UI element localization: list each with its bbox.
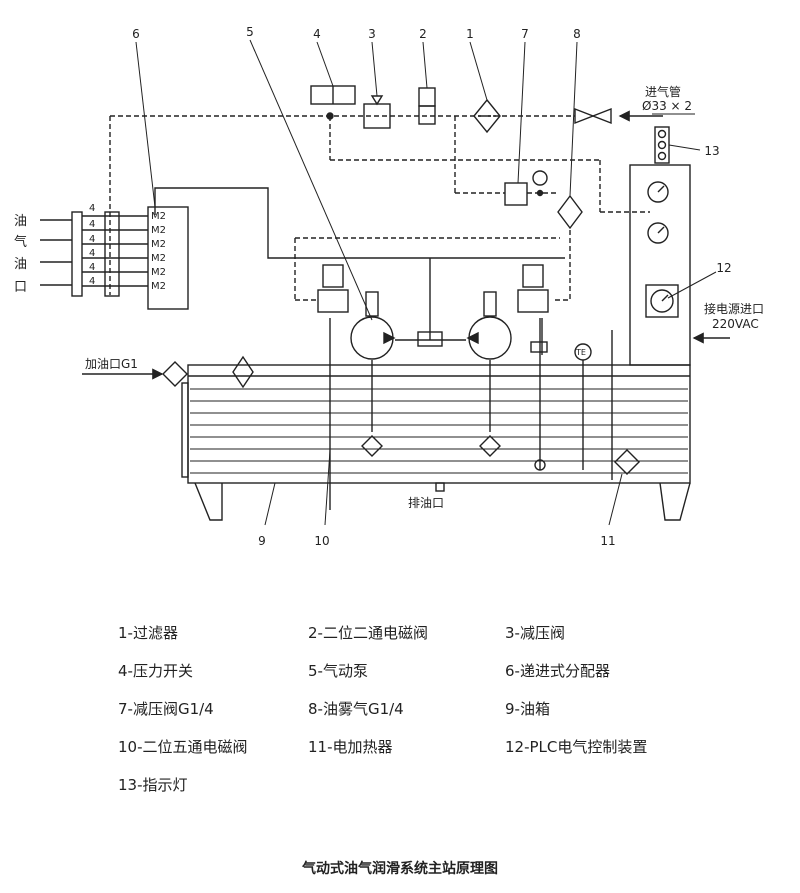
legend-item: 11-电加热器 <box>308 738 393 756</box>
level-indicator <box>232 355 254 389</box>
pressure-reducer-7 <box>504 170 548 206</box>
legend-item: 7-减压阀G1/4 <box>118 700 214 718</box>
pneumatic-pump-left <box>350 291 396 360</box>
suction-filter-right <box>479 435 501 457</box>
power-inlet-label: 接电源进口 <box>704 301 764 316</box>
module-label: M2 <box>151 225 166 236</box>
filter-1 <box>473 98 501 134</box>
callout-11: 11 <box>600 534 615 548</box>
five-way-valve-right <box>517 264 549 313</box>
outlet-count: 4 <box>89 276 95 287</box>
temp-gauge-label: TE <box>575 348 586 357</box>
callout-9: 9 <box>258 534 266 548</box>
callout-8: 8 <box>573 27 581 41</box>
float-sensor <box>534 459 546 471</box>
callout-12: 12 <box>716 261 731 275</box>
callout-13: 13 <box>704 144 719 158</box>
suction-filter-left <box>361 435 383 457</box>
figure-caption: 气动式油气润滑系统主站原理图 <box>302 861 498 877</box>
air-inlet-spec: Ø33 × 2 <box>642 99 692 113</box>
schematic-diagram: M2 M2 M2 M2 M2 M2 4 4 4 4 4 4 TE 油 气 油 口… <box>14 25 764 548</box>
legend-item: 10-二位五通电磁阀 <box>118 738 248 756</box>
outlet-char: 油 <box>14 214 27 229</box>
legend-item: 6-递进式分配器 <box>505 662 610 680</box>
air-line <box>109 115 650 301</box>
oil-tank <box>181 364 691 521</box>
callout-5: 5 <box>246 25 254 39</box>
module-label: M2 <box>151 253 166 264</box>
check-valve <box>417 331 443 347</box>
callout-10: 10 <box>314 534 329 548</box>
fill-port <box>162 361 188 387</box>
callout-7: 7 <box>521 27 529 41</box>
module-label: M2 <box>151 267 166 278</box>
solenoid-valve-2 <box>418 87 436 125</box>
control-cabinet <box>629 126 691 366</box>
air-inlet-label: 进气管 <box>645 84 681 99</box>
callout-3: 3 <box>368 27 376 41</box>
outlet-count: 4 <box>89 262 95 273</box>
power-voltage-label: 220VAC <box>712 317 759 331</box>
leader-lines <box>135 39 717 526</box>
legend-item: 1-过滤器 <box>118 624 178 642</box>
pressure-switch-4 <box>310 85 356 120</box>
oil-mist-8 <box>557 194 583 230</box>
five-way-valve-left <box>317 264 349 313</box>
legend-item: 8-油雾气G1/4 <box>308 700 404 718</box>
outlet-char: 油 <box>14 257 27 272</box>
pneumatic-pump-right <box>466 291 512 360</box>
module-label: M2 <box>151 211 166 222</box>
callout-4: 4 <box>313 27 321 41</box>
temperature-gauge <box>574 343 592 361</box>
level-switch <box>530 341 548 353</box>
outlet-count: 4 <box>89 234 95 245</box>
outlet-char: 气 <box>14 234 27 250</box>
fill-port-label: 加油口G1 <box>85 357 138 371</box>
callout-2: 2 <box>419 27 427 41</box>
module-label: M2 <box>151 281 166 292</box>
legend-item: 4-压力开关 <box>118 662 193 680</box>
module-label: M2 <box>151 239 166 250</box>
legend-item: 13-指示灯 <box>118 776 188 794</box>
legend-item: 2-二位二通电磁阀 <box>308 624 428 642</box>
outlet-count: 4 <box>89 248 95 259</box>
pressure-reducer-3 <box>363 95 391 129</box>
legend-item: 3-减压阀 <box>505 624 565 642</box>
inlet-valve <box>574 107 612 125</box>
legend-item: 12-PLC电气控制装置 <box>505 738 648 756</box>
callout-1: 1 <box>466 27 474 41</box>
oil-line <box>154 187 613 510</box>
progressive-distributor <box>40 206 189 310</box>
outlet-count: 4 <box>89 203 95 214</box>
electric-heater <box>614 449 640 475</box>
legend-item: 5-气动泵 <box>308 662 368 680</box>
callout-6: 6 <box>132 27 140 41</box>
outlet-char: 口 <box>14 280 27 295</box>
drain-port-label: 排油口 <box>408 496 444 510</box>
legend-item: 9-油箱 <box>505 700 550 718</box>
outlet-count: 4 <box>89 219 95 230</box>
